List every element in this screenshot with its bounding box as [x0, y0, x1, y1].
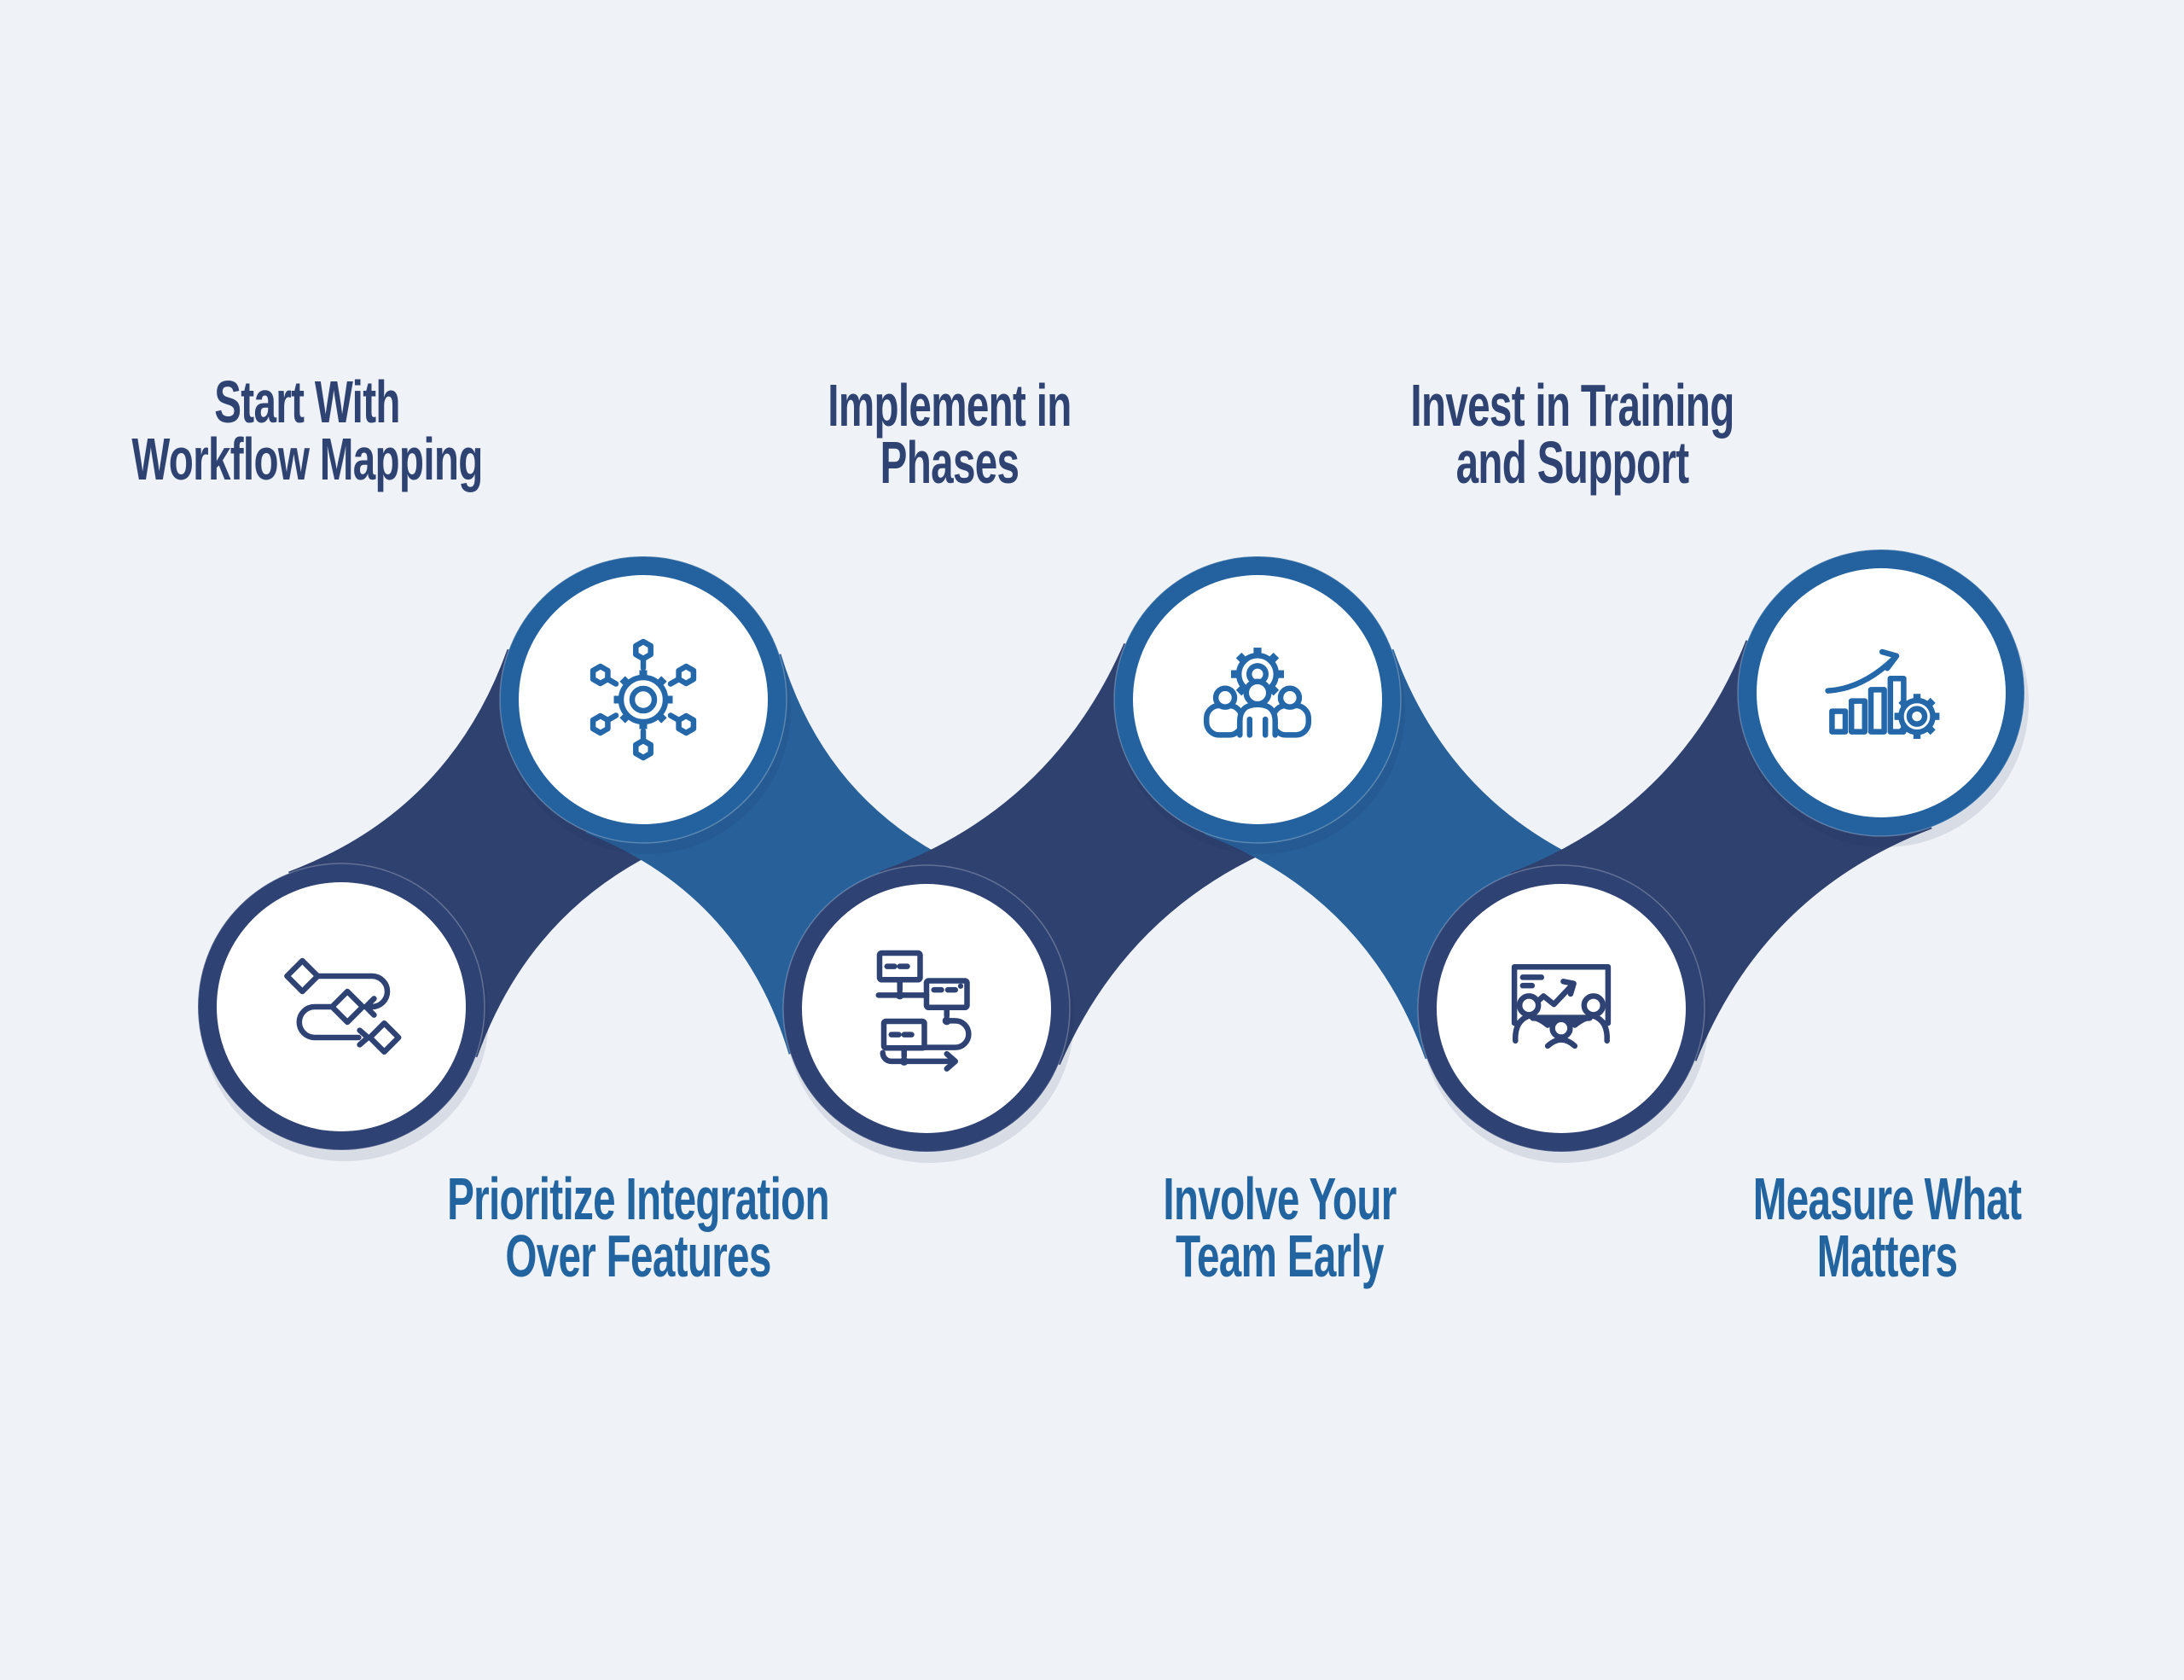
- step-3-label: Implement in Phases: [828, 372, 1072, 496]
- step-5-label-line-1: Invest in Training: [1410, 372, 1734, 439]
- step-circle-3: [782, 864, 1074, 1163]
- step-4-label-line-2: Team Early: [1176, 1222, 1384, 1289]
- circle-face: [217, 882, 466, 1131]
- step-1-label-line-1: Start With: [214, 369, 400, 435]
- training-presentation-icon: [1511, 963, 1612, 1049]
- step-1-label: Start With Workflow Mapping: [131, 369, 483, 492]
- step-2-label-line-1: Prioritize Integration: [447, 1166, 830, 1232]
- step-6-label-line-1: Measure What: [1752, 1166, 2022, 1232]
- step-1-label-line-2: Workflow Mapping: [131, 425, 483, 492]
- step-6-label: Measure What Matters: [1752, 1166, 2022, 1289]
- measure-growth-gear-icon: [1825, 648, 1940, 740]
- step-3-label-line-2: Phases: [880, 428, 1019, 496]
- step-3-label-line-1: Implement in: [828, 372, 1072, 439]
- integration-hub-icon: [590, 638, 697, 761]
- step-5-label-line-2: and Support: [1455, 428, 1689, 496]
- workflow-mapping-icon: [284, 957, 402, 1055]
- step-2-label: Prioritize Integration Over Features: [447, 1166, 830, 1289]
- step-5-label: Invest in Training and Support: [1410, 372, 1734, 496]
- circle-face: [519, 575, 768, 824]
- step-4-label-line-1: Involve Your: [1163, 1166, 1397, 1232]
- step-circle-1: [197, 863, 489, 1161]
- step-4-label: Involve Your Team Early: [1163, 1166, 1397, 1289]
- circle-face: [1437, 884, 1686, 1133]
- step-circle-5: [1417, 864, 1709, 1163]
- step-circle-2: [499, 555, 791, 854]
- team-gear-icon: [1203, 648, 1312, 738]
- step-2-label-line-2: Over Features: [505, 1222, 771, 1289]
- circle-face: [1757, 568, 2006, 817]
- step-6-label-line-2: Matters: [1816, 1222, 1958, 1289]
- phased-rollout-icon: [875, 950, 972, 1072]
